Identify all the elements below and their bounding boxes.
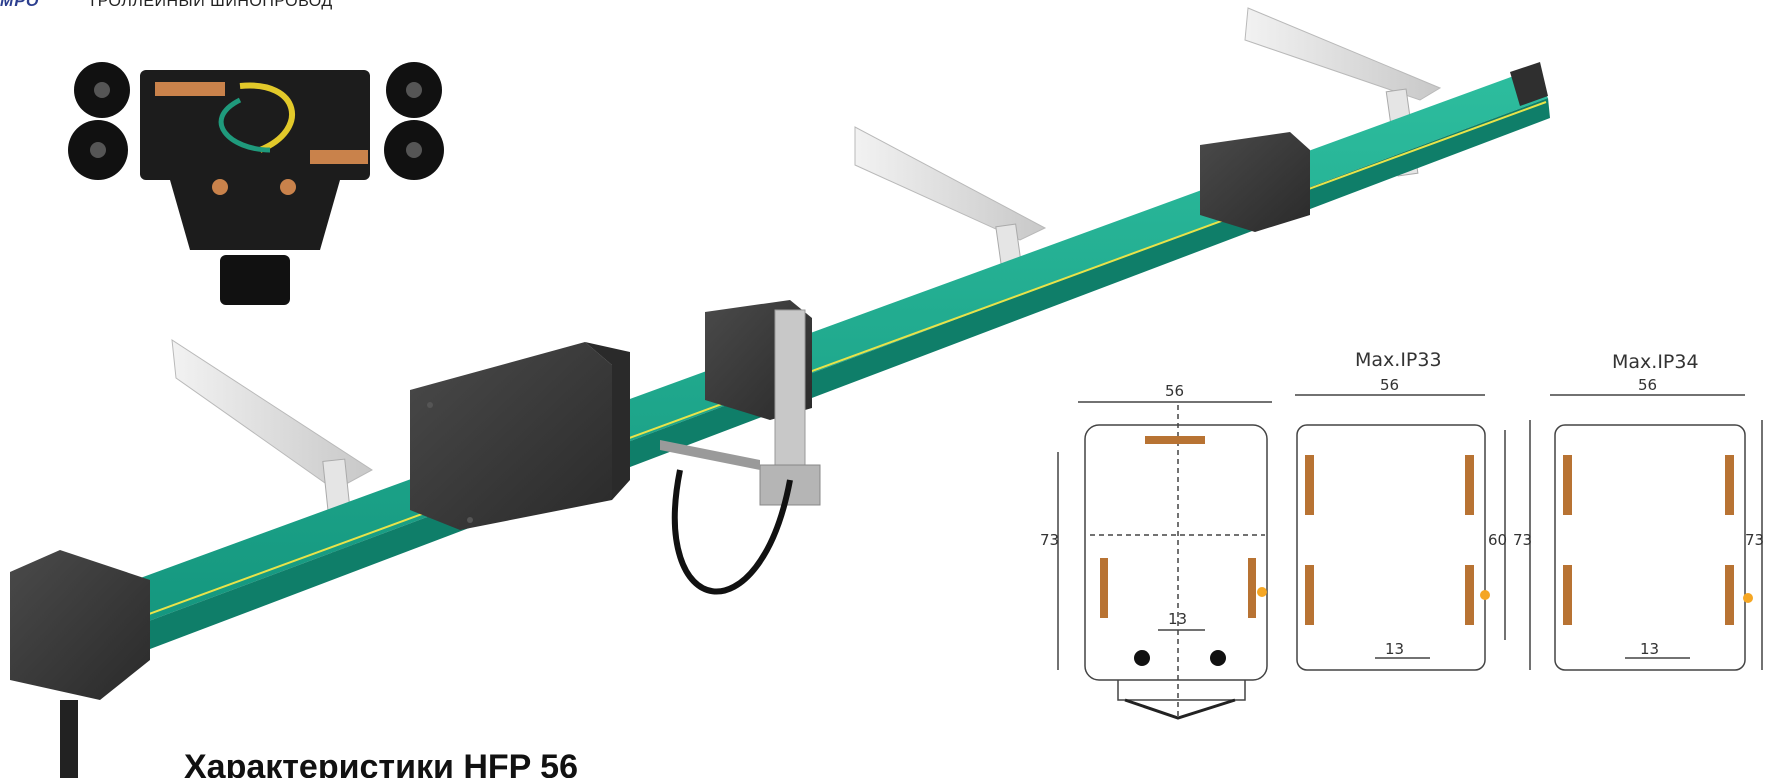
cross-section-drawing-2 — [1295, 394, 1531, 671]
rail-joint-cover — [1200, 132, 1310, 232]
feed-housing — [410, 342, 630, 530]
drawing-2-width-label: 56 — [1380, 376, 1399, 394]
drawing-1-width-label: 56 — [1165, 382, 1184, 400]
drawing-2-height-label: 73 — [1513, 531, 1532, 549]
drawing-1-height-label: 73 — [1040, 531, 1059, 549]
drawing-3-gap-label: 13 — [1640, 640, 1659, 658]
cross-section-drawing-1 — [1057, 401, 1272, 720]
drawing-1-gap-label: 13 — [1168, 610, 1187, 628]
end-cap-right — [1510, 62, 1548, 106]
drawing-3-ip-label: Max.IP34 — [1612, 351, 1699, 373]
cross-section-drawing-3 — [1550, 394, 1763, 671]
current-collector-icon — [68, 62, 444, 305]
collector-trolley — [660, 300, 821, 595]
end-feed-box — [10, 550, 150, 778]
drawing-2-ip-label: Max.IP33 — [1355, 349, 1442, 371]
drawing-2-inner-height-label: 60 — [1488, 531, 1507, 549]
drawing-3-height-label: 73 — [1745, 531, 1764, 549]
drawing-3-width-label: 56 — [1638, 376, 1657, 394]
product-title: Характеристики HFP 56 — [184, 748, 578, 778]
brand-logo: MPO — [0, 0, 40, 10]
header-bar: MPO ТРОЛЛЕЙНЫЙ ШИНОПРОВОД — [0, 0, 333, 12]
header-tagline: ТРОЛЛЕЙНЫЙ ШИНОПРОВОД — [87, 0, 333, 10]
drawing-2-gap-label: 13 — [1385, 640, 1404, 658]
